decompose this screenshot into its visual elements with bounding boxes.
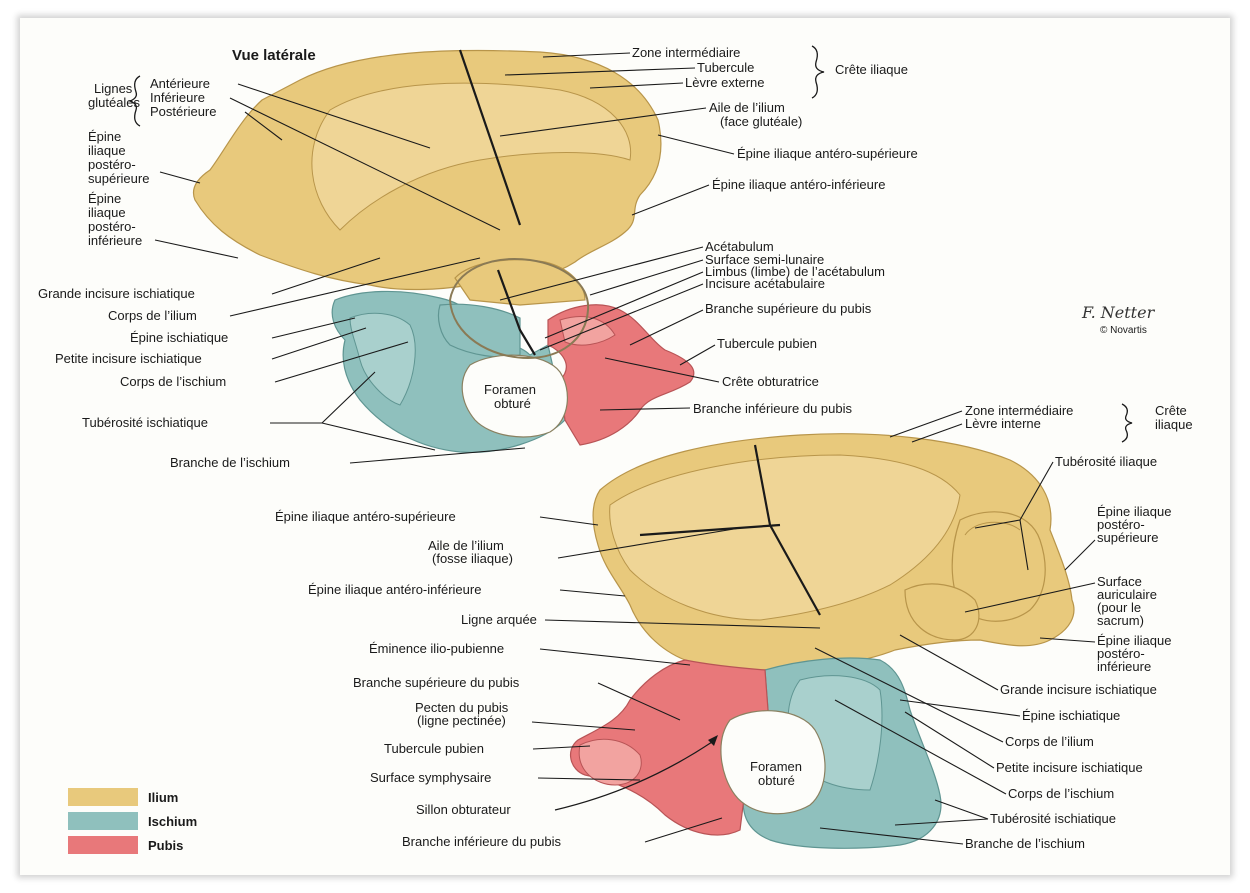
copyright-text: © Novartis xyxy=(1100,325,1147,336)
legend: Ilium Ischium Pubis xyxy=(68,788,197,854)
bottom-branche-sup-pubis: Branche supérieure du pubis xyxy=(353,675,520,690)
top-epine-ant-inf: Épine iliaque antéro-inférieure xyxy=(712,177,885,192)
top-incisure-acetabulaire: Incisure acétabulaire xyxy=(705,276,825,291)
top-aile-ilium-2: (face glutéale) xyxy=(720,114,802,129)
top-branche-inf-pubis: Branche inférieure du pubis xyxy=(693,401,852,416)
bottom-surface-auriculaire-4: sacrum) xyxy=(1097,613,1144,628)
gluteal-group-label-1: Lignes xyxy=(94,81,133,96)
bottom-petite-incisure: Petite incisure ischiatique xyxy=(996,760,1143,775)
bottom-foramen-1: Foramen xyxy=(750,759,802,774)
legend-swatch-ischium xyxy=(68,812,138,830)
bottom-branche-ischium: Branche de l’ischium xyxy=(965,836,1085,851)
gluteal-item-1: Antérieure xyxy=(150,76,210,91)
top-grande-incisure: Grande incisure ischiatique xyxy=(38,286,195,301)
top-aile-ilium-1: Aile de l’ilium xyxy=(709,100,785,115)
bottom-ligne-arquee: Ligne arquée xyxy=(461,612,537,627)
bottom-tuberosite: Tubérosité ischiatique xyxy=(990,811,1116,826)
top-epine-post-sup-1: Épine xyxy=(88,129,121,144)
bottom-foramen-2: obturé xyxy=(758,773,795,788)
bottom-eminence: Éminence ilio-pubienne xyxy=(369,641,504,656)
top-crista-label: Crête iliaque xyxy=(835,62,908,77)
bottom-crista-label-2: iliaque xyxy=(1155,417,1193,432)
top-corps-ischium: Corps de l’ischium xyxy=(120,374,226,389)
top-epine-post-inf-2: iliaque xyxy=(88,205,126,220)
bottom-crista-label-1: Crête xyxy=(1155,403,1187,418)
bottom-hip-bone xyxy=(571,434,1074,849)
legend-label-ilium: Ilium xyxy=(148,790,178,805)
legend-swatch-pubis xyxy=(68,836,138,854)
legend-label-ischium: Ischium xyxy=(148,814,197,829)
top-tubercule-pubien: Tubercule pubien xyxy=(717,336,817,351)
top-epine-post-inf-1: Épine xyxy=(88,191,121,206)
top-crista-item-1: Zone intermédiaire xyxy=(632,45,740,60)
top-epine-post-sup-3: postéro- xyxy=(88,157,136,172)
bottom-surface-symphysaire: Surface symphysaire xyxy=(370,770,491,785)
gluteal-item-2: Inférieure xyxy=(150,90,205,105)
bottom-branche-inf-pubis: Branche inférieure du pubis xyxy=(402,834,561,849)
top-epine-post-sup-2: iliaque xyxy=(88,143,126,158)
top-crista-item-2: Tubercule xyxy=(697,60,754,75)
top-epine-ant-sup: Épine iliaque antéro-supérieure xyxy=(737,146,918,161)
bottom-pecten-2: (ligne pectinée) xyxy=(417,713,506,728)
top-corps-ilium: Corps de l’ilium xyxy=(108,308,197,323)
bottom-corps-ischium: Corps de l’ischium xyxy=(1008,786,1114,801)
top-hip-bone xyxy=(193,50,693,452)
bottom-crista-item-2: Lèvre interne xyxy=(965,416,1041,431)
bottom-epine-post-inf-3: inférieure xyxy=(1097,659,1151,674)
top-foramen-2: obturé xyxy=(494,396,531,411)
gluteal-item-3: Postérieure xyxy=(150,104,216,119)
bottom-grande-incisure: Grande incisure ischiatique xyxy=(1000,682,1157,697)
legend-label-pubis: Pubis xyxy=(148,838,183,853)
top-branche-ischium: Branche de l’ischium xyxy=(170,455,290,470)
top-epine-post-inf-4: inférieure xyxy=(88,233,142,248)
top-epine-post-inf-3: postéro- xyxy=(88,219,136,234)
view-title: Vue latérale xyxy=(232,47,316,64)
bottom-tuberosite-iliaque: Tubérosité iliaque xyxy=(1055,454,1157,469)
top-epine-ischiatique: Épine ischiatique xyxy=(130,330,228,345)
top-tuberosite: Tubérosité ischiatique xyxy=(82,415,208,430)
bottom-epine-post-sup-3: supérieure xyxy=(1097,530,1158,545)
bottom-epine-ischiatique: Épine ischiatique xyxy=(1022,708,1120,723)
top-crista-item-3: Lèvre externe xyxy=(685,75,765,90)
bottom-corps-ilium: Corps de l’ilium xyxy=(1005,734,1094,749)
top-epine-post-sup-4: supérieure xyxy=(88,171,149,186)
top-crete-obturatrice: Crête obturatrice xyxy=(722,374,819,389)
top-petite-incisure: Petite incisure ischiatique xyxy=(55,351,202,366)
top-foramen-1: Foramen xyxy=(484,382,536,397)
bottom-tubercule-pubien: Tubercule pubien xyxy=(384,741,484,756)
artist-signature: F. Netter xyxy=(1081,303,1156,322)
bottom-aile-ilium-2: (fosse iliaque) xyxy=(432,551,513,566)
bottom-sillon-obturateur: Sillon obturateur xyxy=(416,802,511,817)
bottom-epine-ant-inf: Épine iliaque antéro-inférieure xyxy=(308,582,481,597)
bottom-epine-ant-sup: Épine iliaque antéro-supérieure xyxy=(275,509,456,524)
top-branche-sup-pubis: Branche supérieure du pubis xyxy=(705,301,872,316)
legend-swatch-ilium xyxy=(68,788,138,806)
